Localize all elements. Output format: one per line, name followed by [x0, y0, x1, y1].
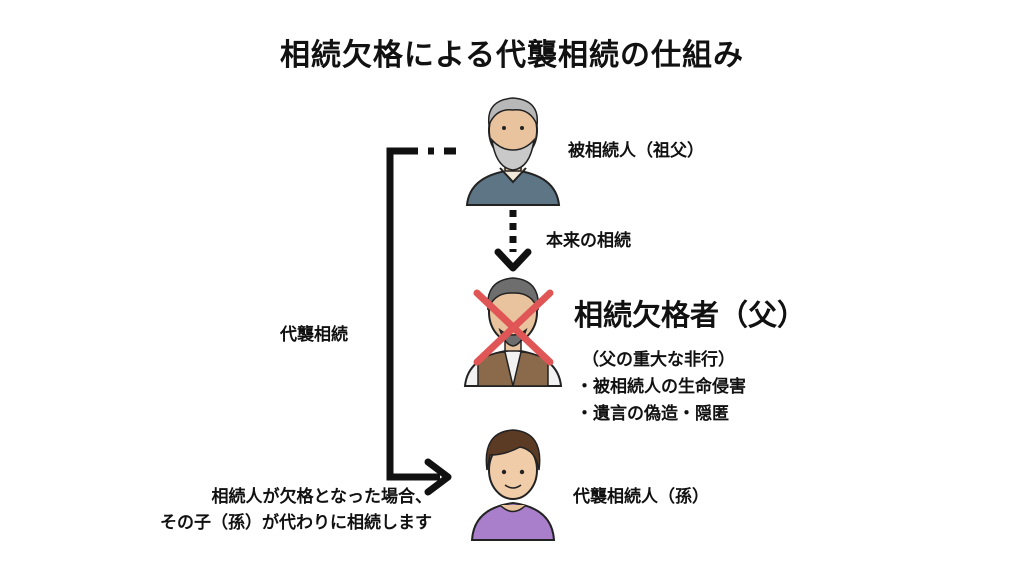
original-inheritance-label: 本来の相続	[546, 231, 631, 251]
grandfather-label: 被相続人（祖父）	[568, 141, 704, 161]
reason-item-1: ・被相続人の生命侵害	[576, 377, 746, 397]
original-inheritance-arrow	[494, 210, 532, 272]
grandfather-icon	[465, 97, 561, 206]
explanation-line-1: 相続人が欠格となった場合、	[211, 487, 433, 507]
substitution-bracket	[386, 146, 456, 496]
grandchild-label: 代襲相続人（孫）	[573, 487, 709, 507]
grandchild-icon	[470, 429, 556, 541]
diagram-title: 相続欠格による代襲相続の仕組み	[279, 38, 745, 73]
substitution-label: 代襲相続	[280, 325, 348, 345]
explanation-line-2: その子（孫）が代わりに相続します	[160, 513, 432, 534]
disqualification-reason: （父の重大な非行）	[582, 350, 735, 370]
reason-item-2: ・遺言の偽造・隠匿	[576, 404, 729, 424]
disqualified-heir-label: 相続欠格者（父）	[574, 298, 807, 332]
disqualified-cross-icon	[473, 289, 554, 366]
explanation-note: 相続人が欠格となった場合、 その子（孫）が代わりに相続します	[70, 484, 432, 537]
